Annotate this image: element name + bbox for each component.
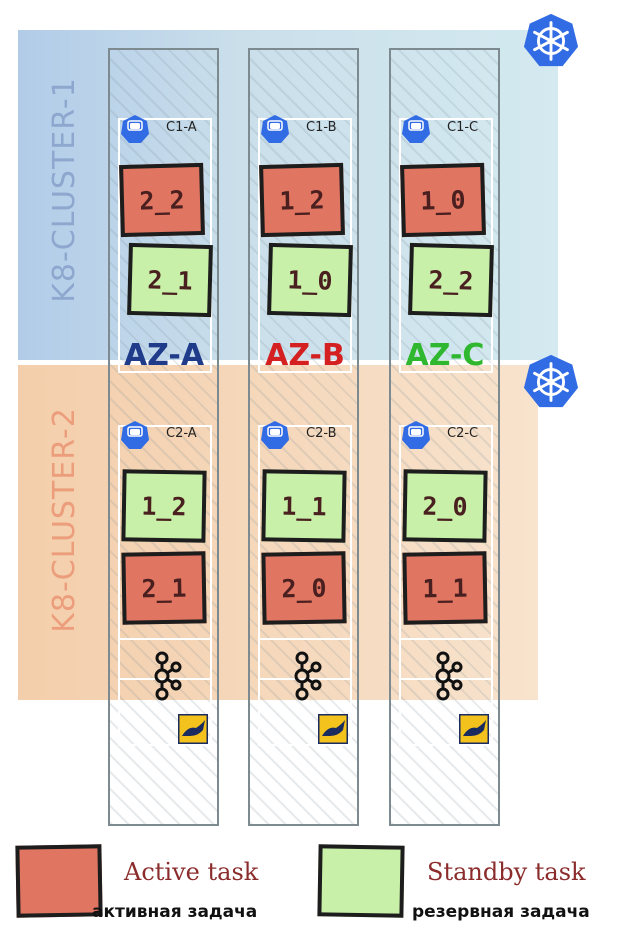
legend-active-title: Active task xyxy=(124,858,259,886)
active-task: 2_0 xyxy=(261,551,347,625)
kafka-frame xyxy=(399,638,493,746)
legend-active-subtitle: активная задача xyxy=(92,902,258,922)
jaeger-icon xyxy=(457,712,491,746)
legend-standby-swatch xyxy=(317,844,405,918)
statefulset-icon xyxy=(401,420,431,450)
standby-task: 1_2 xyxy=(121,469,207,543)
pod-name-cluster-2: C2-C xyxy=(447,426,479,441)
standby-task: 1_1 xyxy=(261,469,347,543)
legend-standby-title: Standby task xyxy=(427,858,586,886)
pod-name-cluster-2: C2-B xyxy=(306,426,337,441)
pod-frame-cluster-2 xyxy=(118,425,212,680)
active-task: 2_1 xyxy=(121,551,207,625)
statefulset-icon xyxy=(260,420,290,450)
cluster-1-label: K8-CLUSTER-1 xyxy=(47,77,82,303)
kubernetes-icon xyxy=(523,354,579,408)
legend-standby-subtitle: резервная задача xyxy=(412,902,590,922)
pod-frame-cluster-2 xyxy=(399,425,493,680)
statefulset-icon xyxy=(120,420,150,450)
zone-label-b: AZ-B xyxy=(265,338,345,373)
pod-name-cluster-1: C1-B xyxy=(306,120,337,135)
kafka-icon xyxy=(423,650,463,702)
pod-name-cluster-1: C1-A xyxy=(166,120,197,135)
standby-task: 2_2 xyxy=(408,242,494,318)
zone-label-c: AZ-C xyxy=(405,338,485,373)
jaeger-icon xyxy=(176,712,210,746)
kafka-icon xyxy=(142,650,182,702)
active-task: 1_0 xyxy=(400,162,486,238)
standby-task: 1_0 xyxy=(267,242,353,318)
kubernetes-icon xyxy=(523,13,579,67)
standby-task: 2_0 xyxy=(402,469,488,543)
zone-label-a: AZ-A xyxy=(123,338,205,373)
pod-frame-cluster-2 xyxy=(258,425,352,680)
kafka-icon xyxy=(282,650,322,702)
active-task: 1_1 xyxy=(402,551,488,625)
statefulset-icon xyxy=(401,114,431,144)
active-task: 1_2 xyxy=(259,162,345,238)
jaeger-icon xyxy=(316,712,350,746)
kafka-frame xyxy=(118,638,212,746)
cluster-2-label: K8-CLUSTER-2 xyxy=(47,407,82,633)
kafka-frame xyxy=(258,638,352,746)
legend-active-swatch xyxy=(15,844,103,918)
active-task: 2_2 xyxy=(119,162,205,238)
standby-task: 2_1 xyxy=(127,242,213,318)
statefulset-icon xyxy=(120,114,150,144)
pod-name-cluster-1: C1-C xyxy=(447,120,479,135)
pod-name-cluster-2: C2-A xyxy=(166,426,197,441)
statefulset-icon xyxy=(260,114,290,144)
